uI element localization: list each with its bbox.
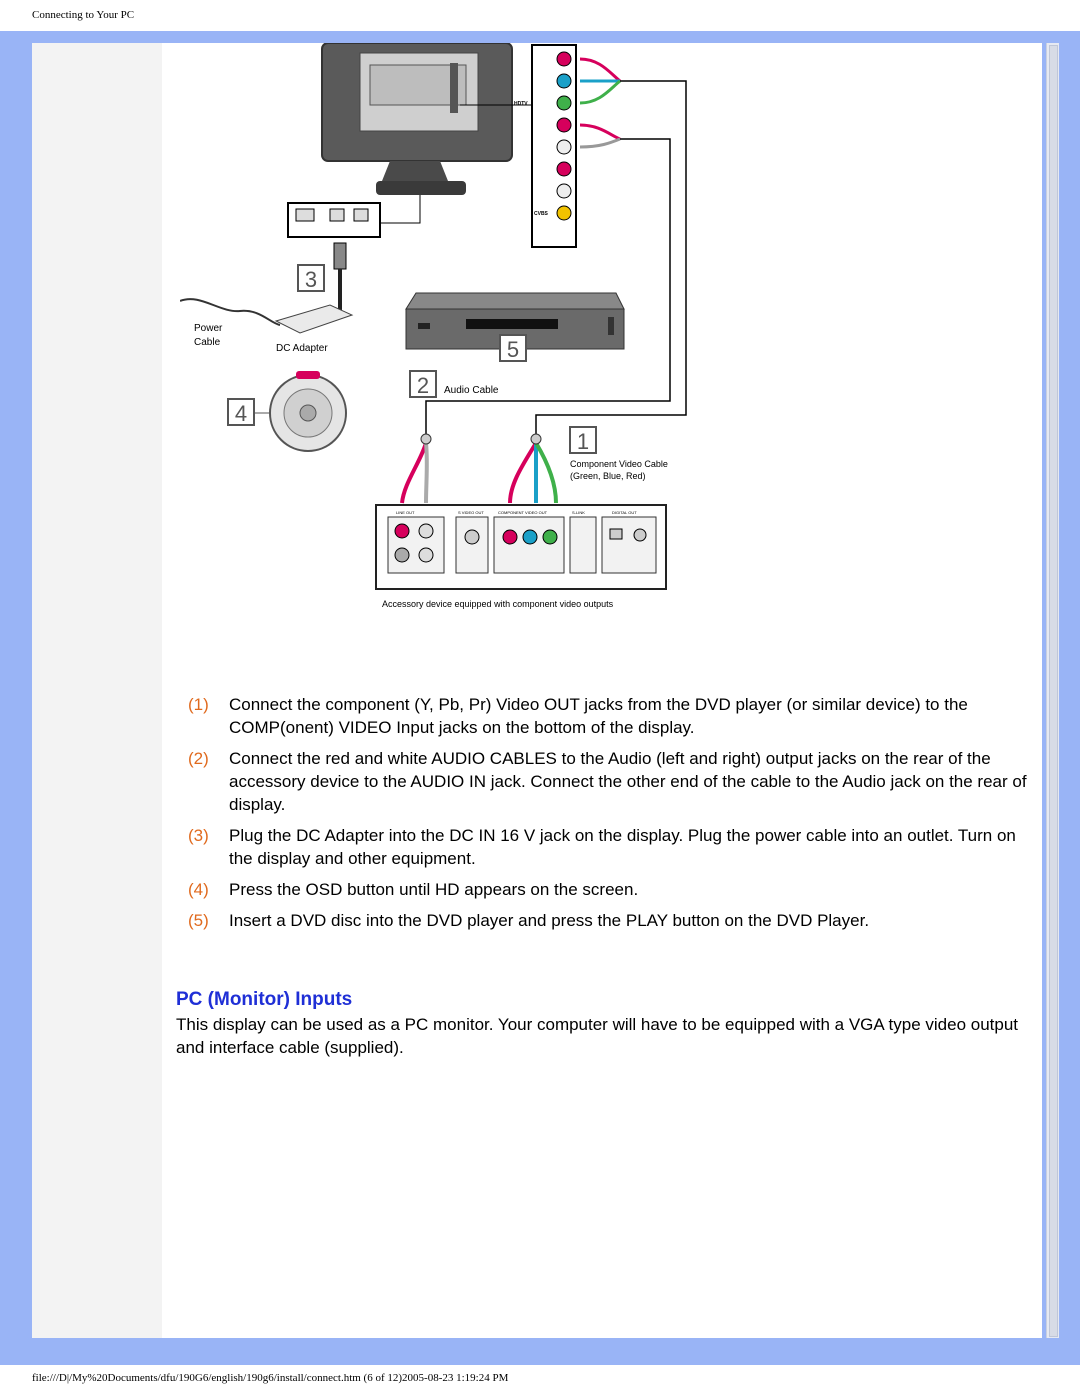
page-footer-path: file:///D|/My%20Documents/dfu/190G6/engl…: [32, 1372, 509, 1384]
step-item: (5) Insert a DVD disc into the DVD player…: [188, 909, 1038, 932]
step-number: (5): [188, 911, 209, 930]
step-number: (1): [188, 695, 209, 714]
cvbs-label: CVBS: [534, 211, 549, 217]
hdtv-jack-panel: HDTV CVBS: [514, 44, 577, 248]
audio-cable-label: Audio Cable: [444, 385, 499, 396]
step-item: (4) Press the OSD button until HD appears…: [188, 878, 1038, 901]
step-item: (3) Plug the DC Adapter into the DC IN 16…: [188, 824, 1038, 870]
step-text: Press the OSD button until HD appears on…: [229, 880, 639, 899]
svg-text:4: 4: [235, 401, 247, 426]
callout-5: 5: [499, 334, 527, 362]
step-number: (2): [188, 749, 209, 768]
component-cable-label-2: (Green, Blue, Red): [570, 471, 646, 481]
step-number: (3): [188, 826, 209, 845]
scrollbar-thumb[interactable]: [1049, 45, 1058, 1337]
content-area: HDTV CVBS: [162, 43, 1042, 1338]
component-cable-label-1: Component Video Cable: [570, 459, 668, 469]
callout-1: 1 Component Video Cable (Green, Blue, Re…: [569, 426, 668, 481]
connection-diagram: HDTV CVBS: [180, 43, 687, 609]
step-text: Connect the red and white AUDIO CABLES t…: [229, 749, 1027, 814]
accessory-device: LINE OUT S VIDEO OUT COMPONENT VIDEO OUT…: [375, 504, 667, 590]
left-column: [32, 43, 162, 1338]
step-item: (1) Connect the component (Y, Pb, Pr) Vid…: [188, 693, 1038, 739]
step-text: Insert a DVD disc into the DVD player an…: [229, 911, 870, 930]
vertical-scrollbar[interactable]: [1046, 43, 1059, 1338]
component-cable-top: [579, 57, 621, 149]
svg-text:Cable: Cable: [194, 337, 221, 348]
instruction-steps: (1) Connect the component (Y, Pb, Pr) Vid…: [188, 693, 1038, 940]
monitor-rear: [321, 43, 513, 195]
svg-text:DIGITAL OUT: DIGITAL OUT: [612, 510, 637, 515]
bottom-cables: [400, 441, 558, 504]
callout-3: 3: [297, 264, 325, 292]
osd-control: [269, 371, 347, 452]
svg-text:COMPONENT VIDEO OUT: COMPONENT VIDEO OUT: [498, 510, 548, 515]
step-text: Plug the DC Adapter into the DC IN 16 V …: [229, 826, 1016, 868]
section-body: This display can be used as a PC monitor…: [176, 1015, 1019, 1057]
svg-text:1: 1: [577, 429, 589, 454]
svg-text:S VIDEO OUT: S VIDEO OUT: [458, 510, 484, 515]
hdtv-label: HDTV: [514, 101, 528, 107]
power-connector-box: [287, 195, 421, 313]
section-title: PC (Monitor) Inputs: [176, 989, 353, 1010]
dc-adapter: Power Cable DC Adapter: [180, 298, 354, 354]
svg-text:LINE OUT: LINE OUT: [396, 510, 415, 515]
svg-text:3: 3: [305, 267, 317, 292]
page-header-title: Connecting to Your PC: [32, 9, 135, 21]
svg-text:DC Adapter: DC Adapter: [276, 343, 328, 354]
svg-text:2: 2: [417, 373, 429, 398]
callout-4: 4: [227, 398, 270, 426]
step-number: (4): [188, 880, 209, 899]
svg-text:5: 5: [507, 337, 519, 362]
callout-2: 2 Audio Cable: [409, 370, 499, 398]
svg-text:S-LINK: S-LINK: [572, 510, 585, 515]
svg-text:Power: Power: [194, 323, 223, 334]
step-item: (2) Connect the red and white AUDIO CABLE…: [188, 747, 1038, 816]
accessory-caption: Accessory device equipped with component…: [382, 599, 614, 609]
page-frame: HDTV CVBS: [0, 31, 1080, 1365]
step-text: Connect the component (Y, Pb, Pr) Video …: [229, 695, 968, 737]
